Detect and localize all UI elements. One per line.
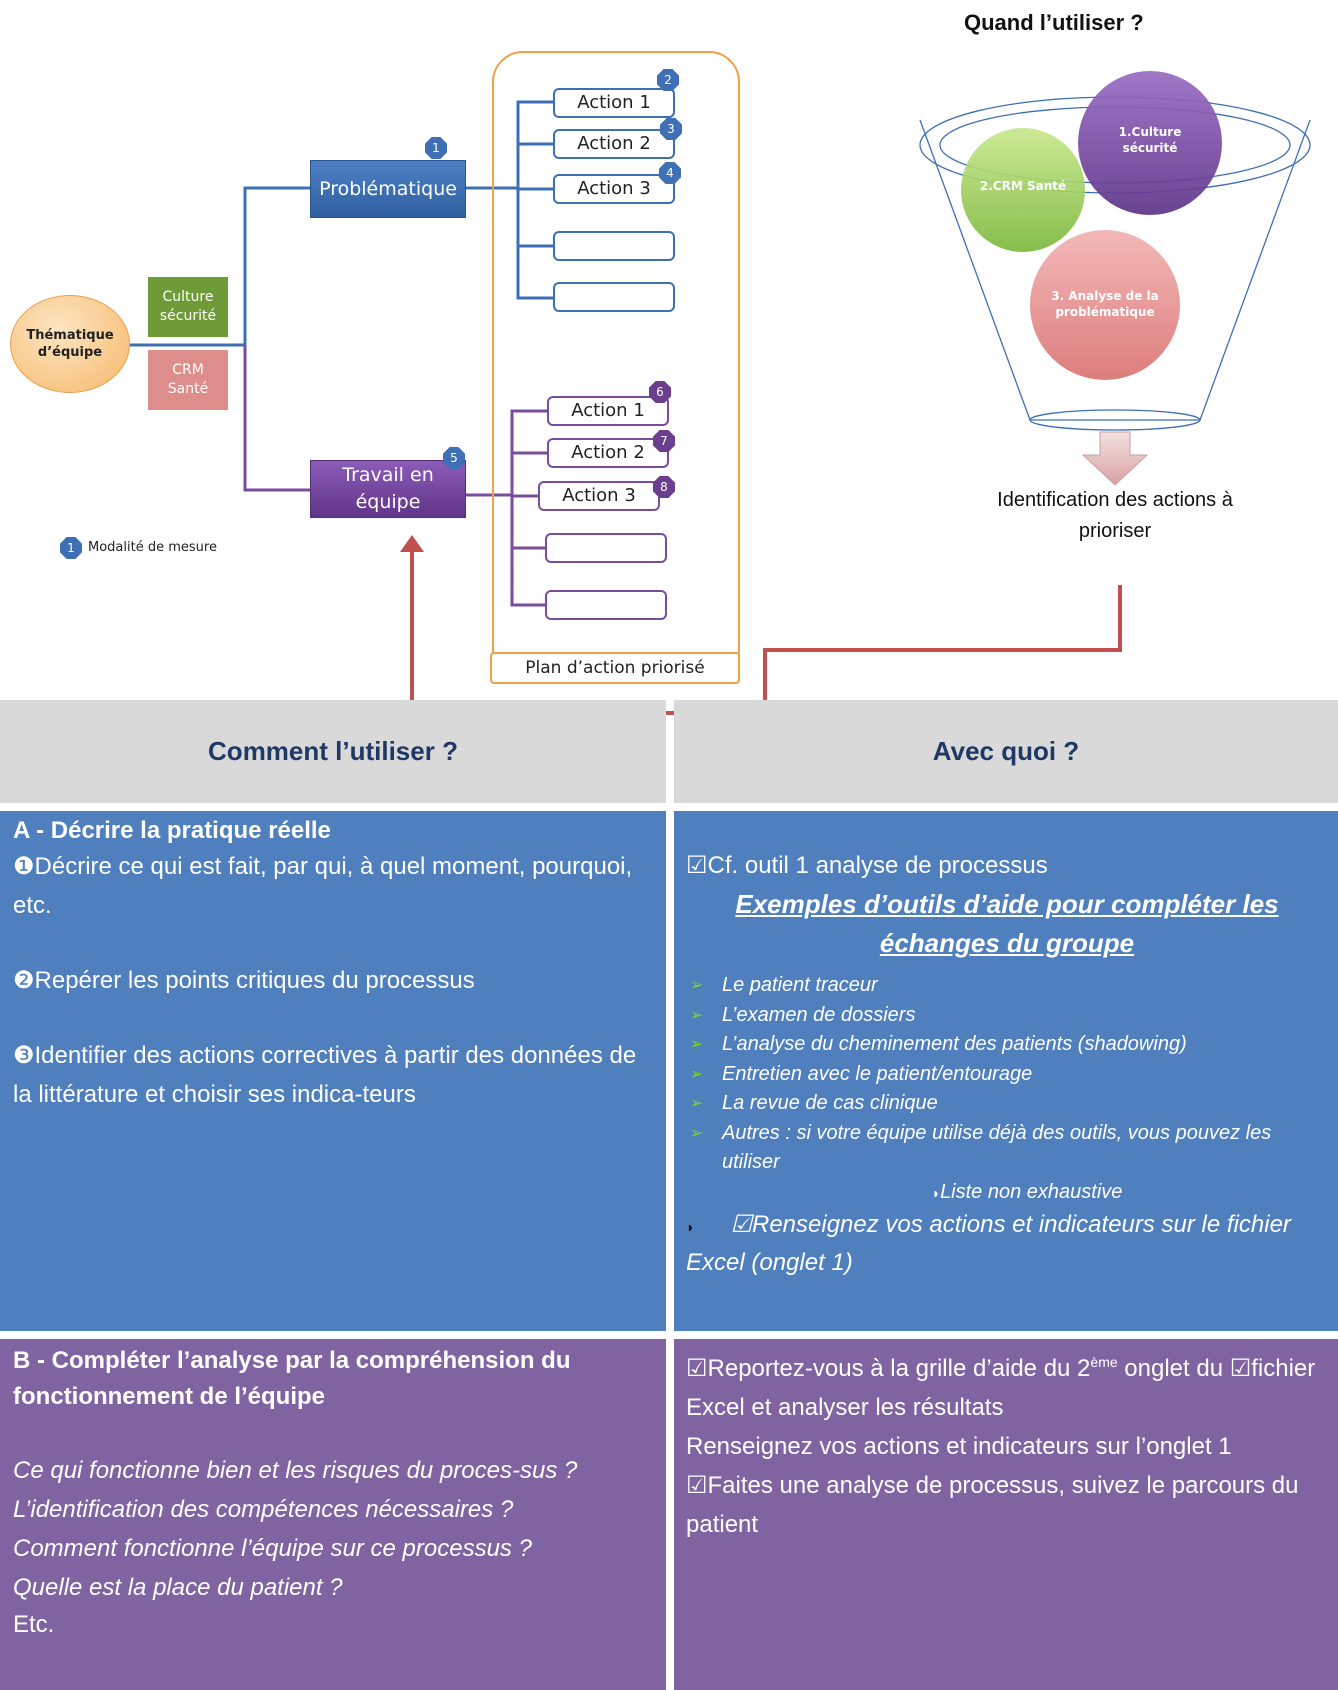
note-bullet-icon: ◗ xyxy=(931,1184,941,1201)
problematique-box: Problématique xyxy=(310,160,466,218)
culture-label: Culture sécurité xyxy=(159,289,217,324)
travail-equipe-box: Travail en équipe xyxy=(310,460,466,518)
plan-label: Plan d’action priorisé xyxy=(490,652,740,684)
action-badge-top-1: 2 xyxy=(657,69,679,91)
tools-list-item: ➢Le patient traceur xyxy=(686,971,1328,1001)
diagram: Quand l’utiliser ? Thématique d’équipe C… xyxy=(0,0,1338,715)
culture-securite-box: Culture sécurité xyxy=(148,277,228,337)
quand-title: Quand l’utiliser ? xyxy=(964,10,1144,35)
legend-text: Modalité de mesure xyxy=(88,540,217,555)
arrow-bullet-icon: ➢ xyxy=(690,1036,704,1053)
row-b-right-line1: ☑Reportez-vous à la grille d’aide du 2èm… xyxy=(686,1354,1316,1421)
tools-list-item: ➢L’analyse du cheminement des patients (… xyxy=(686,1030,1328,1060)
arrow-bullet-icon: ➢ xyxy=(690,1065,704,1083)
identification-label: Identification des actions à prioriser xyxy=(997,489,1233,542)
row-a-title: A - Décrire la pratique réelle xyxy=(13,817,331,844)
bullet-icon: ◗ xyxy=(686,1218,695,1235)
thematique-label: Thématique d’équipe xyxy=(26,328,114,360)
action-badge-bottom-3: 8 xyxy=(653,476,675,498)
header-left: Comment l’utiliser ? xyxy=(0,700,666,803)
action-box-bottom-empty-1 xyxy=(545,533,667,563)
crm-label: CRM Santé xyxy=(167,362,209,397)
row-b-right-line3: ☑Faites une analyse de processus, suivez… xyxy=(686,1472,1299,1538)
row-b-question-3: Comment fonctionne l’équipe sur ce proce… xyxy=(13,1535,532,1562)
action-badge-top-3: 4 xyxy=(659,162,681,184)
row-a-step-3: ❸Identifier des actions correctives à pa… xyxy=(13,1042,637,1108)
funnel-label-culture: 1.Culture sécurité xyxy=(1118,125,1182,155)
action-badge-bottom-2: 7 xyxy=(653,430,675,452)
action-box-bottom-1: Action 1 xyxy=(547,396,669,426)
tools-list: ➢Le patient traceur ➢L’examen de dossier… xyxy=(686,971,1328,1178)
num-problematique-badge: 1 xyxy=(425,137,447,159)
row-b-etc: Etc. xyxy=(13,1611,55,1638)
tools-list-item: ➢Autres : si votre équipe utilise déjà d… xyxy=(686,1119,1328,1178)
row-a-step-1: ❶Décrire ce qui est fait, par qui, à que… xyxy=(13,853,633,919)
tools-list-item: ➢Entretien avec le patient/entourage xyxy=(686,1060,1328,1090)
action-box-top-3: Action 3 xyxy=(553,174,675,204)
row-a-step-2: ❷Repérer les points critiques du process… xyxy=(13,967,475,994)
legend-badge: 1 xyxy=(60,537,82,559)
row-a-right: ☑Cf. outil 1 analyse de processus Exempl… xyxy=(674,811,1338,1331)
problematique-label: Problématique xyxy=(319,178,457,200)
arrow-bullet-icon: ➢ xyxy=(690,1124,704,1142)
row-b-question-4: Quelle est la place du patient ? xyxy=(13,1574,343,1601)
thematique-node: Thématique d’équipe xyxy=(10,295,130,393)
action-box-top-2: Action 2 xyxy=(553,129,675,159)
action-box-top-empty-2 xyxy=(553,282,675,312)
row-b-question-1: Ce qui fonctionne bien et les risques du… xyxy=(13,1457,578,1484)
tools-list-item: ➢L’examen de dossiers xyxy=(686,1001,1328,1031)
diagram-connectors xyxy=(118,51,1311,715)
num-travail-badge: 5 xyxy=(443,447,465,469)
row-b-title: B - Compléter l’analyse par la compréhen… xyxy=(13,1347,571,1410)
header-right-text: Avec quoi ? xyxy=(932,736,1080,766)
superscript: ème xyxy=(1090,1354,1118,1370)
list-note: ◗Liste non exhaustive xyxy=(931,1180,1123,1203)
action-box-bottom-3: Action 3 xyxy=(538,481,660,511)
row-a-right-line1: ☑Cf. outil 1 analyse de processus xyxy=(686,852,1048,879)
action-badge-bottom-1: 6 xyxy=(649,381,671,403)
action-box-bottom-empty-2 xyxy=(545,590,667,620)
action-box-top-empty-1 xyxy=(553,231,675,261)
arrow-bullet-icon: ➢ xyxy=(690,1006,704,1024)
crm-sante-box: CRM Santé xyxy=(148,350,228,410)
tools-list-item: ➢La revue de cas clinique xyxy=(686,1089,1328,1119)
row-a-right-last: ◗☑Renseignez vos actions et indicateurs … xyxy=(686,1210,1291,1276)
arrow-bullet-icon: ➢ xyxy=(690,1095,704,1112)
action-box-bottom-2: Action 2 xyxy=(547,438,669,468)
row-b-left: B - Compléter l’analyse par la compréhen… xyxy=(0,1339,666,1690)
row-a-right-heading: Exemples d’outils d’aide pour compléter … xyxy=(735,889,1279,958)
row-b-question-2: L’identification des compétences nécessa… xyxy=(13,1496,514,1523)
travail-label: Travail en équipe xyxy=(342,464,434,513)
funnel-label-analyse: 3. Analyse de la problématique xyxy=(1051,289,1159,319)
header-left-text: Comment l’utiliser ? xyxy=(208,736,458,766)
arrow-bullet-icon: ➢ xyxy=(690,977,704,994)
action-badge-top-2: 3 xyxy=(660,118,682,140)
row-b-right: ☑Reportez-vous à la grille d’aide du 2èm… xyxy=(674,1339,1338,1690)
table: Comment l’utiliser ? Avec quoi ? A - Déc… xyxy=(0,700,1338,1690)
funnel-label-crm: 2.CRM Santé xyxy=(979,179,1067,193)
row-a-left: A - Décrire la pratique réelle ❶Décrire … xyxy=(0,811,666,1331)
row-b-right-line2: Renseignez vos actions et indicateurs su… xyxy=(686,1433,1232,1460)
header-right: Avec quoi ? xyxy=(674,700,1338,803)
action-box-top-1: Action 1 xyxy=(553,88,675,118)
